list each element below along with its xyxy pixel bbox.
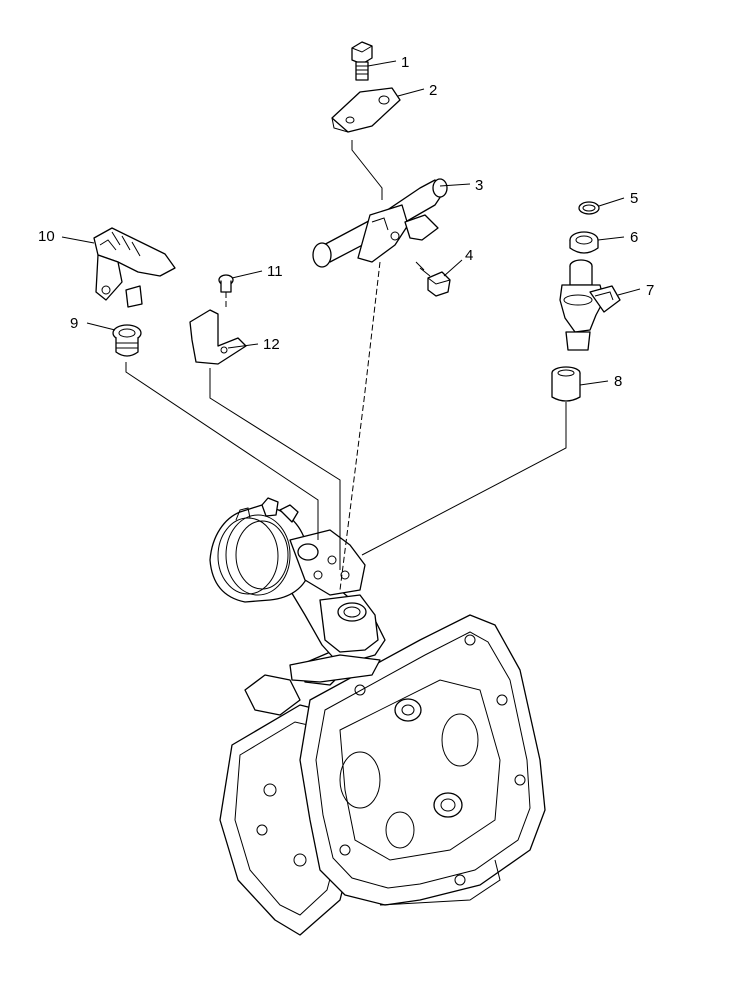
part-10-sensor [93, 227, 176, 308]
assembly-leader-lines [125, 140, 567, 591]
callout-6: 6 [630, 229, 638, 246]
part-11-screw [218, 274, 234, 293]
part-5-o-ring [578, 201, 600, 215]
callout-2: 2 [429, 82, 437, 99]
callout-labels: 1 2 3 4 5 6 7 8 9 10 11 12 [38, 54, 654, 390]
part-7-injector [559, 259, 621, 351]
intake-elbow [209, 497, 386, 683]
part-12-bracket [189, 309, 247, 365]
part-3-fuel-rail [312, 178, 448, 268]
cylinder-head [219, 614, 546, 936]
part-9-plug [112, 324, 142, 357]
part-4-bolt [415, 261, 451, 297]
callout-5: 5 [630, 190, 638, 207]
callout-1: 1 [401, 54, 409, 71]
callout-11: 11 [267, 263, 283, 280]
callout-7: 7 [646, 282, 654, 299]
callout-9: 9 [70, 315, 78, 332]
part-1-bolt [351, 41, 373, 81]
part-2-bracket [331, 87, 401, 133]
callout-12: 12 [263, 336, 280, 353]
callout-4: 4 [465, 247, 473, 264]
part-8-sleeve [551, 366, 581, 402]
callout-10: 10 [38, 228, 55, 245]
callout-3: 3 [475, 177, 483, 194]
callout-8: 8 [614, 373, 622, 390]
part-6-seal [569, 231, 599, 254]
callout-leaders [61, 60, 641, 386]
